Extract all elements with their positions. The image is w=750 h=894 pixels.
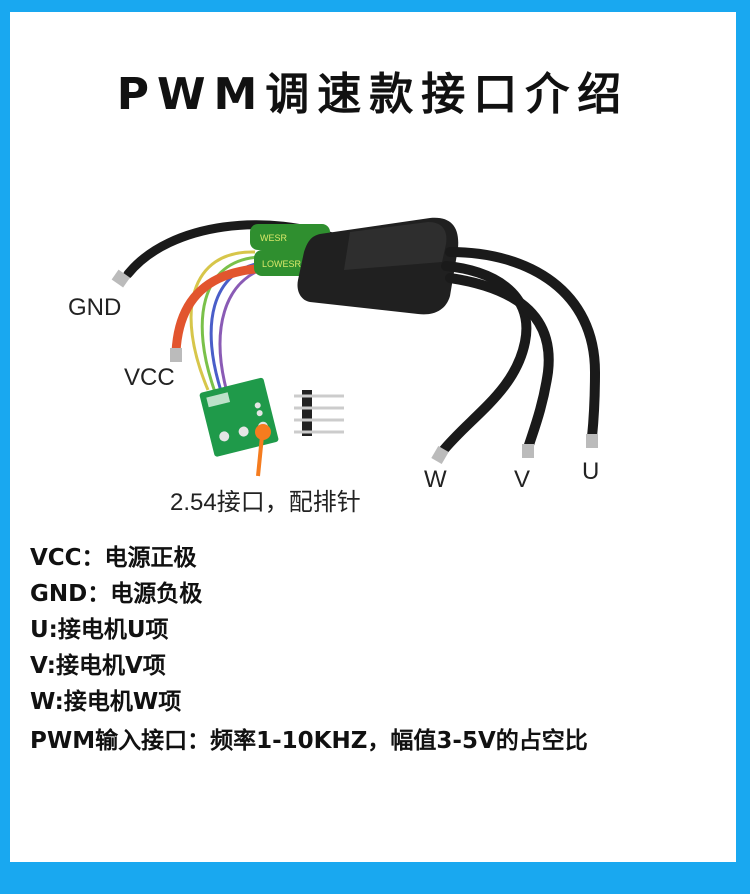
page-title: PWM调速款接口介绍 (116, 69, 630, 120)
capacitor-2-text: LOWESR (262, 259, 302, 269)
esc-product-image: WESR LOWESR (111, 217, 601, 477)
esc-body-highlight (344, 222, 447, 270)
desc-w: W:接电机W项 (30, 689, 182, 715)
desc-u: U:接电机U项 (30, 617, 169, 643)
interface-marker (255, 424, 271, 477)
motor-wires (437, 247, 601, 457)
capacitor-1-text: WESR (260, 233, 288, 243)
pin-header (294, 390, 344, 436)
gnd-label: GND (68, 294, 122, 321)
vcc-wire-tip (170, 348, 182, 362)
vcc-label: VCC (124, 364, 175, 391)
desc-vcc: VCC：电源正极 (30, 545, 197, 571)
interface-label: 2.54接口，配排针 (170, 489, 361, 516)
v-label: V (514, 466, 531, 493)
w-label: W (424, 466, 447, 493)
u-label: U (582, 458, 600, 485)
pin-description-list: VCC：电源正极 GND：电源负极 U:接电机U项 V:接电机V项 W:接电机W… (30, 540, 720, 758)
product-card: PWM调速款接口介绍 WESR LOWESR (10, 12, 736, 862)
u-wire-tip (586, 434, 598, 448)
desc-gnd: GND：电源负极 (30, 581, 203, 607)
w-wire-tip (431, 445, 449, 465)
desc-pwm: PWM输入接口：频率1-10KHZ，幅值3-5V的占空比 (30, 728, 588, 754)
v-wire-tip (522, 444, 534, 458)
gnd-wire-tip (111, 269, 130, 288)
desc-v: V:接电机V项 (30, 653, 166, 679)
pcb-board (199, 377, 279, 457)
